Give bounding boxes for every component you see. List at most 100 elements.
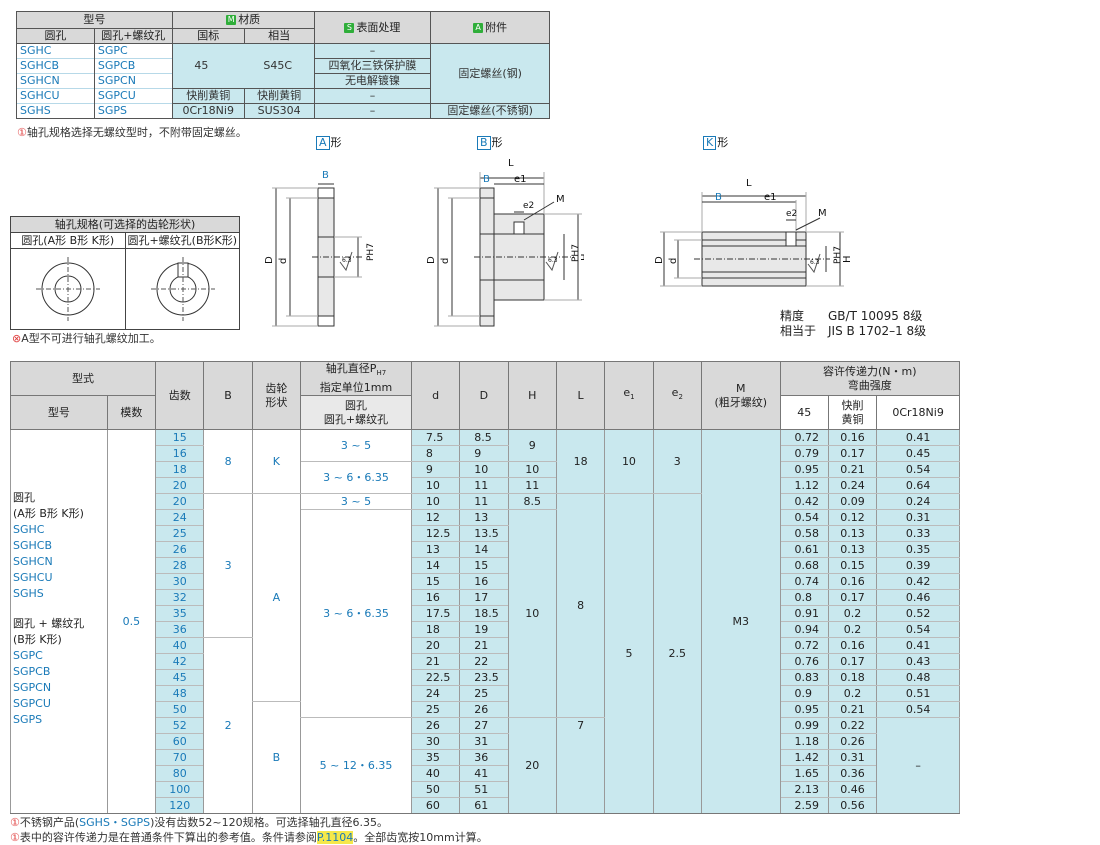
bore-value: 5 ~ 12・6.35 — [300, 717, 412, 814]
header-e2-sub: 2 — [678, 393, 683, 402]
page-reference-link[interactable]: P.1104 — [316, 831, 354, 844]
diagram-a-letter: A — [316, 136, 330, 150]
D-value: 15 — [459, 557, 509, 574]
header-equiv: 相当 — [243, 28, 315, 44]
dim-D-label: D — [264, 256, 275, 264]
model-code: SGPC — [13, 649, 43, 662]
module-value: 0.5 — [106, 429, 157, 814]
dim-D-label: D — [654, 256, 665, 264]
D-value: 51 — [459, 781, 509, 798]
torque-brass: 0.17 — [827, 589, 878, 606]
model-code: SGPCN — [13, 681, 52, 694]
d-value: 12 — [410, 509, 461, 526]
roughness-label: 6.3 — [810, 259, 820, 266]
precision-value: GB/T 10095 8级 — [828, 309, 923, 323]
header-material-label: 材质 — [238, 13, 261, 26]
header-bore-sub: H7 — [376, 369, 387, 378]
header-torque: 容许传递力(N・m)弯曲强度 — [779, 361, 961, 396]
header-L: L — [555, 361, 606, 430]
dim-b-label: B — [483, 174, 490, 185]
model-code: SGHS — [13, 587, 44, 600]
torque-ss: 0.42 — [876, 573, 960, 590]
D-value: 16 — [459, 573, 509, 590]
dim-e2-label: e2 — [786, 209, 797, 219]
torque-ss: 0.33 — [876, 525, 960, 542]
footnote-2-post: 。全部齿宽按10mm计算。 — [353, 831, 488, 844]
equiv-free-brass: 快削黄铜 — [243, 88, 315, 104]
model-code: SGHCB — [13, 539, 53, 552]
d-value: 30 — [410, 733, 461, 750]
torque-ss: 0.45 — [876, 445, 960, 462]
header-bore-thread: 圆孔+螺纹孔 — [323, 412, 389, 426]
dim-e1-label: e1 — [764, 192, 777, 203]
note-no-screw-text: 轴孔规格选择无螺纹型时，不附带固定螺丝。 — [26, 126, 247, 139]
torque-brass: 0.24 — [827, 477, 878, 494]
torque-45: 0.72 — [779, 429, 829, 446]
torque-45: 0.61 — [779, 541, 829, 558]
d-value: 24 — [410, 685, 461, 702]
torque-45: 0.58 — [779, 525, 829, 542]
torque-brass: 0.13 — [827, 541, 878, 558]
torque-ss: 0.51 — [876, 685, 960, 702]
torque-ss: 0.54 — [876, 621, 960, 638]
model-thread: SGPCN — [93, 73, 173, 89]
material-badge-icon: M — [226, 15, 237, 25]
diagram-k-suffix: 形 — [717, 136, 729, 149]
torque-brass: 0.2 — [827, 685, 878, 702]
torque-brass: 0.15 — [827, 557, 878, 574]
D-value: 10 — [459, 461, 509, 478]
shape-value: B — [251, 701, 302, 814]
torque-brass: 0.31 — [827, 749, 878, 766]
warning-icon: ① — [17, 126, 27, 139]
D-value: 21 — [459, 637, 509, 654]
d-value: 8 — [410, 445, 461, 462]
torque-ss: 0.43 — [876, 653, 960, 670]
header-round-thread: 圆孔+螺纹孔 — [93, 28, 173, 44]
model-thread: SGPS — [93, 103, 173, 119]
teeth-value: 20 — [155, 477, 205, 494]
bore-value: 3 ~ 6・6.35 — [300, 509, 412, 718]
teeth-value: 120 — [155, 797, 205, 814]
d-value: 13 — [410, 541, 461, 558]
torque-45: 0.83 — [779, 669, 829, 686]
d-value: 25 — [410, 701, 461, 718]
B-value: 3 — [203, 493, 253, 638]
accessory-stainless: 固定螺丝(不锈钢) — [430, 103, 550, 119]
teeth-value: 35 — [155, 605, 205, 622]
torque-brass: 0.16 — [827, 573, 878, 590]
L-value: 18 — [555, 429, 606, 494]
D-value: 14 — [459, 541, 509, 558]
d-value: 35 — [410, 749, 461, 766]
d-value: 21 — [410, 653, 461, 670]
torque-45: 0.74 — [779, 573, 829, 590]
B-value: 8 — [203, 429, 253, 494]
torque-brass: 0.16 — [827, 637, 878, 654]
torque-brass: 0.21 — [827, 461, 878, 478]
torque-45: 0.9 — [779, 685, 829, 702]
teeth-value: 15 — [155, 429, 205, 446]
shaft-box-title: 轴孔规格(可选择的齿轮形状) — [11, 217, 239, 233]
header-round: 圆孔 — [16, 28, 95, 44]
model-code: SGPS — [13, 713, 43, 726]
torque-brass: 0.17 — [827, 445, 878, 462]
D-value: 19 — [459, 621, 509, 638]
H-value: 10 — [507, 461, 557, 478]
torque-ss: 0.54 — [876, 461, 960, 478]
d-value: 7.5 — [410, 429, 461, 446]
d-value: 26 — [410, 717, 461, 734]
torque-ss: 0.52 — [876, 605, 960, 622]
dim-e2-label: e2 — [523, 201, 534, 211]
D-value: 18.5 — [459, 605, 509, 622]
header-surface-label: 表面处理 — [356, 20, 401, 34]
torque-ss: 0.54 — [876, 701, 960, 718]
